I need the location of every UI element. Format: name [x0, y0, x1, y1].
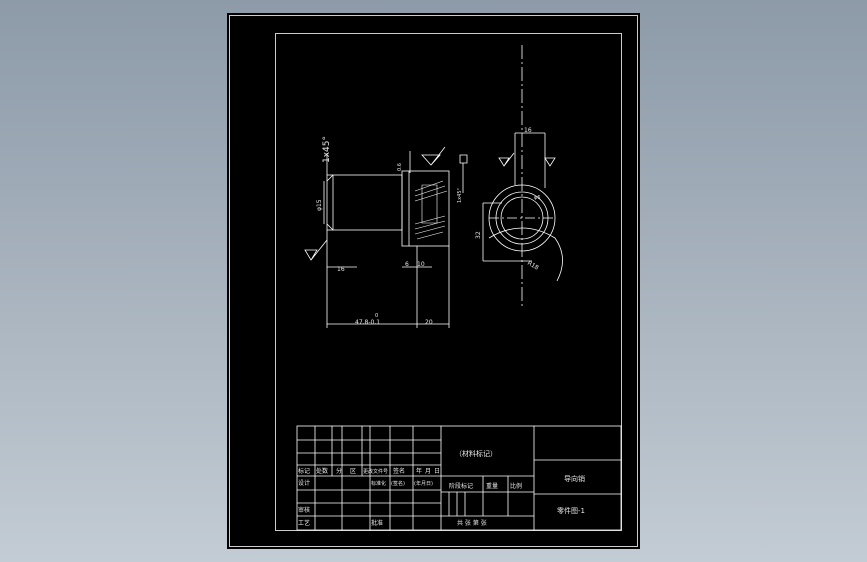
dim-0-6: 0.6 [397, 163, 403, 171]
drawing-canvas: 1x45° φ15 16 0 47.8-0.1 20 6 10 0.6 1x45… [229, 15, 638, 547]
header-cell-fen: 分 [336, 467, 342, 475]
header-cell-qu: 区 [350, 468, 356, 475]
dim-phi6: φ6 [534, 195, 540, 201]
drawing-sheet: 1x45° φ15 16 0 47.8-0.1 20 6 10 0.6 1x45… [227, 13, 640, 549]
part-name: 导向销 [564, 474, 585, 483]
header-cell-month: 月 [425, 468, 431, 475]
header-cell-count: 处数 [316, 467, 328, 475]
row-approve: 批准 [371, 519, 383, 527]
row-scale: 比例 [510, 482, 522, 490]
row-standardize: 标准化 [371, 480, 386, 487]
outer-circle [488, 184, 556, 252]
header-cell-mark: 标记 [298, 467, 310, 475]
roughness-symbol-end-left [498, 152, 515, 167]
header-cell-year: 年 [416, 467, 422, 475]
part-side-view [304, 146, 468, 328]
title-block-text: （材料标记） 导向销 零件图-1 标记 处数 分 区 更改文件号 签名 年 月 … [298, 449, 585, 527]
drawing-number: 零件图-1 [557, 506, 585, 515]
dim-length: 47.8-0.1 [355, 319, 380, 326]
row-sheets: 共 张 第 张 [457, 519, 487, 527]
roughness-symbol-left [304, 239, 328, 261]
shank-body [326, 174, 403, 231]
dim-32: 32 [475, 231, 482, 239]
dim-chamfer-small: 1x45° [457, 187, 463, 203]
dim-6: 6 [405, 261, 409, 268]
inner-circle [500, 196, 544, 240]
roughness-symbol-top [421, 146, 446, 166]
head-body [401, 170, 450, 247]
row-weight: 重量 [486, 482, 498, 490]
dim-chamfer-big: 1x45° [322, 136, 332, 163]
chamfer-line-bottom [326, 223, 334, 231]
part-end-view [482, 45, 563, 308]
dim-r18: R18 [526, 260, 540, 272]
dim-16: 16 [337, 266, 345, 273]
dim-20: 20 [425, 319, 433, 326]
row-review: 审核 [298, 506, 310, 514]
header-cell-change-doc: 更改文件号 [363, 468, 388, 475]
title-block [296, 425, 622, 531]
row-design: 设计 [298, 479, 310, 487]
dim-diameter-left: φ15 [316, 199, 323, 211]
dim-top-16: 16 [524, 127, 532, 134]
row-process: 工艺 [298, 519, 310, 527]
inner-frame [275, 33, 622, 531]
outer-frame [229, 15, 638, 547]
dim-10: 10 [417, 261, 425, 268]
row-date: (年月日) [414, 480, 433, 487]
chamfer-line-top [326, 174, 334, 182]
thread-hatch [414, 180, 448, 240]
middle-circle [495, 191, 549, 245]
dim-tol-upper: 0 [375, 313, 378, 319]
header-cell-signature: 签名 [393, 467, 405, 475]
material-mark: （材料标记） [455, 449, 497, 458]
header-cell-day: 日 [434, 468, 440, 475]
r18-arc [488, 227, 563, 282]
roughness-symbol-box [459, 154, 468, 164]
row-stage-mark: 阶段标记 [449, 482, 473, 490]
row-sign: (签名) [391, 480, 405, 487]
roughness-symbol-end-right [544, 157, 556, 167]
